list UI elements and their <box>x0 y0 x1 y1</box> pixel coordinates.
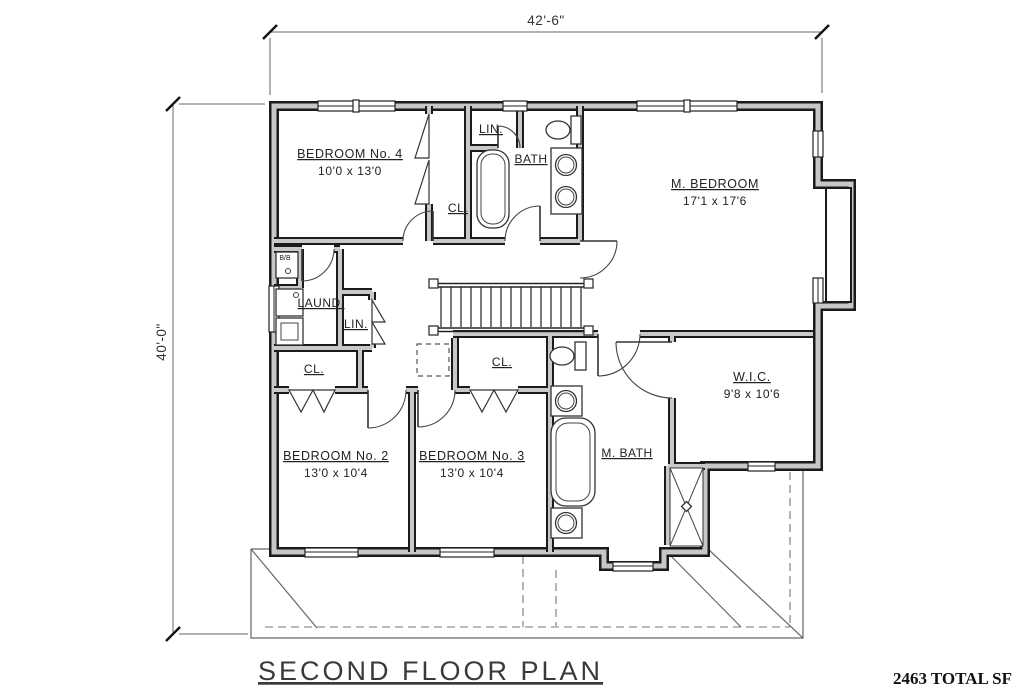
dim-tick-right <box>814 24 830 40</box>
room-label-closet-bed2: CL. <box>304 362 324 376</box>
roof-outline <box>250 468 804 639</box>
walls-exterior <box>274 106 851 566</box>
window-bed2 <box>304 547 359 558</box>
room-label-closet-bed4: CL. <box>448 201 468 215</box>
room-label-bedroom4-size: 10'0 x 13'0 <box>318 164 382 178</box>
attic-access-dashed <box>416 343 450 377</box>
dim-tick-top <box>165 96 181 112</box>
door-mbath <box>597 333 641 377</box>
bifold-linen-hall <box>371 297 387 345</box>
room-label-closet-bed3: CL. <box>492 355 512 369</box>
room-labels: BEDROOM No. 4 10'0 x 13'0 CL. LIN. BATH … <box>279 122 781 480</box>
room-label-wic-size: 9'8 x 10'6 <box>724 387 781 401</box>
bath-top-fixtures <box>476 115 583 229</box>
room-label-linen-top: LIN. <box>479 122 503 136</box>
sink <box>554 389 578 413</box>
room-label-mbath: M. BATH <box>601 446 652 460</box>
room-label-mbedroom-name: M. BEDROOM <box>671 177 759 191</box>
laundry-fixtures <box>275 251 304 346</box>
door-bedroom3 <box>417 389 456 428</box>
dim-width-label: 42'-6" <box>527 13 564 28</box>
door-linen-top <box>497 125 521 149</box>
room-label-bedroom4-name: BEDROOM No. 4 <box>297 147 403 161</box>
room-label-bedroom2-name: BEDROOM No. 2 <box>283 449 389 463</box>
dim-tick-left <box>262 24 278 40</box>
newel-post <box>428 325 439 336</box>
newel-post <box>428 278 439 289</box>
room-label-laundry: LAUND. <box>297 296 344 310</box>
bathtub <box>476 149 510 229</box>
bb-fixture <box>275 251 299 279</box>
room-label-wic-name: W.I.C. <box>733 370 771 384</box>
window-bath-top <box>502 100 528 112</box>
plan-title: SECOND FLOOR PLAN <box>258 656 603 686</box>
door-bedroom2 <box>367 389 407 429</box>
dim-tick-bottom <box>165 626 181 642</box>
room-label-linen-hall: LIN. <box>344 317 368 331</box>
dimension-left: 40'-0" <box>154 96 265 642</box>
window-bed3 <box>439 547 495 558</box>
door-bedroom4 <box>402 210 434 242</box>
room-label-bedroom2-size: 13'0 x 10'4 <box>304 466 368 480</box>
room-label-bedroom3-size: 13'0 x 10'4 <box>440 466 504 480</box>
window-mbath-bump <box>612 561 654 572</box>
sink <box>554 153 578 177</box>
bifold-closet-bed2 <box>287 389 336 414</box>
bay-box-inner <box>825 187 852 303</box>
toilet-bowl <box>545 120 571 140</box>
mbath-fixtures <box>549 341 704 547</box>
window-right-1 <box>812 130 824 158</box>
room-label-bedroom3-name: BEDROOM No. 3 <box>419 449 525 463</box>
window-wic <box>747 461 776 472</box>
window-mbed-top <box>636 99 738 113</box>
dimension-top: 42'-6" <box>262 13 830 95</box>
toilet-bowl <box>549 346 575 366</box>
door-laundry <box>301 248 335 282</box>
newel-post <box>583 278 594 289</box>
sink <box>554 185 578 209</box>
window-bed4 <box>317 99 396 113</box>
master-tub <box>550 417 596 507</box>
toilet-tank <box>574 341 587 371</box>
room-label-bath: BATH <box>514 152 547 166</box>
dryer <box>275 317 304 346</box>
shower <box>669 467 704 547</box>
door-mbedroom <box>579 240 618 279</box>
bifold-closet-bed3 <box>468 389 520 414</box>
door-wic <box>615 341 673 399</box>
staircase <box>428 278 594 336</box>
room-label-mbedroom-size: 17'1 x 17'6 <box>683 194 747 208</box>
room-label-bb: B/B <box>279 255 291 262</box>
total-sf-label: 2463 TOTAL SF <box>893 669 1012 688</box>
sink <box>554 511 578 535</box>
bifold-closet-bed4 <box>414 113 430 205</box>
doors <box>287 113 673 429</box>
toilet-tank <box>570 115 582 145</box>
window-right-2 <box>812 277 824 304</box>
dim-height-label: 40'-0" <box>154 323 169 360</box>
newel-post <box>583 325 594 336</box>
door-bath <box>504 205 541 242</box>
